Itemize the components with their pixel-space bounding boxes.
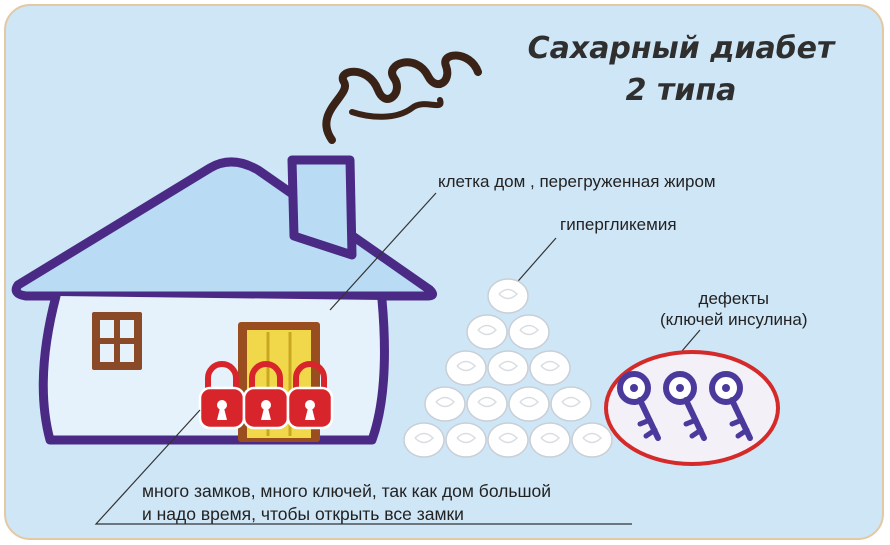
sugar-cube	[550, 386, 592, 422]
sugar-cube	[508, 386, 550, 422]
label-bottom-note: много замков, много ключей, так как дом …	[142, 480, 551, 526]
title-line-1: Сахарный диабет	[527, 31, 835, 66]
leader-line-house	[329, 192, 437, 311]
sugar-cube	[466, 314, 508, 350]
house-roof	[11, 157, 438, 301]
label-cell-house: клетка дом , перегруженная жиром	[438, 172, 716, 191]
insulin-key-icon	[709, 371, 753, 441]
insulin-key-icon	[617, 371, 661, 441]
sugar-cube	[487, 350, 529, 386]
label-bottom-line-1: много замков, много ключей, так как дом …	[142, 481, 552, 501]
label-defects-line-1: дефекты	[698, 289, 769, 308]
leader-line-hyper	[511, 237, 557, 289]
sugar-cube	[487, 422, 529, 458]
label-defects: дефекты (ключей инсулина)	[660, 288, 808, 330]
label-bottom-line-2: и надо время, чтобы открыть все замки	[142, 504, 464, 524]
diagram-title: Сахарный диабет 2 типа	[486, 28, 876, 112]
leader-line-bottom	[94, 409, 632, 525]
sugar-cube	[445, 422, 487, 458]
sugar-cube	[445, 350, 487, 386]
title-line-2: 2 типа	[625, 73, 737, 108]
sugar-cube	[529, 422, 571, 458]
sugar-cube	[403, 422, 445, 458]
insulin-key-icon	[663, 371, 707, 441]
smoke-curl-2	[349, 97, 444, 120]
sugar-cube	[466, 386, 508, 422]
padlock-icon	[286, 361, 334, 430]
keys-group	[617, 371, 753, 441]
label-defects-line-2: (ключей инсулина)	[660, 310, 808, 329]
smoke-curl	[322, 51, 482, 144]
locks-group	[198, 361, 334, 430]
sugar-cube	[487, 278, 529, 314]
house-chimney	[287, 155, 357, 260]
sugar-cube	[529, 350, 571, 386]
sugar-cube	[508, 314, 550, 350]
sugar-cube	[571, 422, 613, 458]
sugar-pyramid	[403, 278, 613, 458]
label-hyperglycemia: гипергликемия	[560, 215, 677, 234]
house-window	[92, 312, 142, 370]
sugar-cube	[424, 386, 466, 422]
